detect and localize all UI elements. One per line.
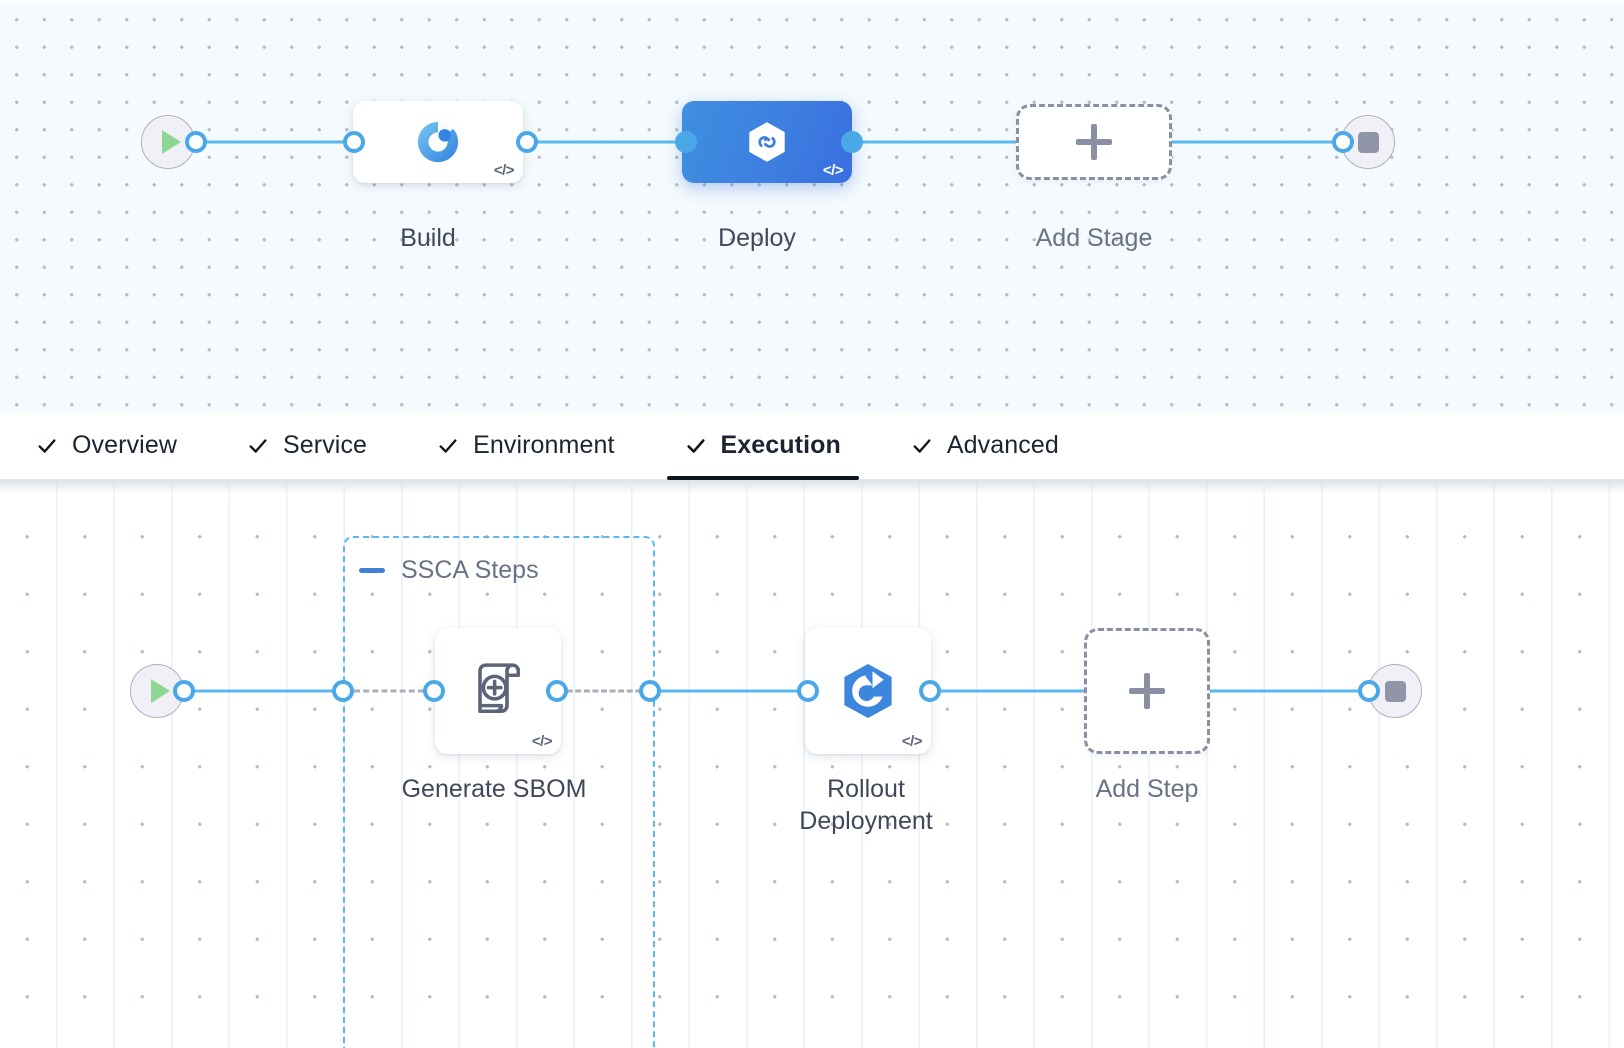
stage-port-end-in[interactable] xyxy=(1332,131,1354,153)
step-connector-group-in-sbom xyxy=(345,689,433,693)
tab-execution[interactable]: Execution xyxy=(666,412,860,480)
check-icon xyxy=(913,438,931,453)
step-node-rollout-deployment[interactable]: </> xyxy=(805,628,931,754)
check-icon xyxy=(686,438,705,453)
stage-label-build: Build xyxy=(400,224,456,252)
stage-node-build[interactable]: </> xyxy=(353,101,523,183)
stage-connector-start-build xyxy=(196,140,354,144)
step-label-generate-sbom: Generate SBOM xyxy=(401,775,587,803)
code-badge: </> xyxy=(531,733,553,750)
stage-node-deploy[interactable]: </> xyxy=(682,101,852,183)
plus-icon xyxy=(1076,124,1112,160)
step-port-start-out[interactable] xyxy=(173,680,195,702)
step-label-rollout-deployment: Rollout Deployment xyxy=(799,775,933,835)
minus-icon[interactable] xyxy=(359,568,385,573)
code-badge: </> xyxy=(822,162,844,179)
code-badge: </> xyxy=(901,733,923,750)
plus-icon xyxy=(1129,673,1165,709)
play-icon xyxy=(150,679,170,703)
stage-port-build-in[interactable] xyxy=(343,131,365,153)
tab-label: Environment xyxy=(473,431,615,459)
step-port-rollout-out[interactable] xyxy=(919,680,941,702)
check-icon xyxy=(439,438,457,453)
step-port-rollout-in[interactable] xyxy=(797,680,819,702)
step-port-group-out[interactable] xyxy=(639,680,661,702)
tab-label: Advanced xyxy=(946,431,1059,459)
tab-advanced[interactable]: Advanced xyxy=(905,412,1065,479)
tab-label: Overview xyxy=(72,431,177,459)
tab-label: Execution xyxy=(720,431,841,459)
step-port-sbom-out[interactable] xyxy=(546,680,568,702)
add-step-label: Add Step xyxy=(1095,775,1199,803)
stage-connector-build-deploy xyxy=(524,140,686,144)
stage-connector-add-end xyxy=(1172,140,1366,144)
stage-start-node[interactable] xyxy=(141,115,195,169)
tab-label: Service xyxy=(283,431,368,459)
rollout-k8s-icon xyxy=(844,664,892,718)
step-connector-rollout-add xyxy=(930,689,1086,693)
step-port-sbom-in[interactable] xyxy=(423,680,445,702)
stop-icon xyxy=(1357,131,1379,153)
step-group-title: SSCA Steps xyxy=(401,556,539,584)
add-stage-label: Add Stage xyxy=(1035,224,1153,252)
add-step-button[interactable] xyxy=(1084,628,1210,754)
tab-service[interactable]: Service xyxy=(241,412,373,479)
step-port-group-in[interactable] xyxy=(332,680,354,702)
stage-canvas[interactable]: </> Build </> Deploy Add Stage xyxy=(0,0,1624,412)
step-connector-sbom-group-out xyxy=(558,689,650,693)
stage-port-deploy-in[interactable] xyxy=(675,131,697,153)
step-connector-add-end xyxy=(1208,689,1368,693)
stage-connector-deploy-add xyxy=(850,140,1016,144)
code-badge: </> xyxy=(493,162,515,179)
tab-overview[interactable]: Overview xyxy=(30,412,183,479)
stage-label-deploy: Deploy xyxy=(718,224,796,252)
execution-steps-canvas[interactable]: SSCA Steps </> Generate SBOM xyxy=(0,480,1624,1048)
stage-port-deploy-out[interactable] xyxy=(841,131,863,153)
step-group-header-ssca[interactable]: SSCA Steps xyxy=(359,558,539,583)
cd-deploy-icon xyxy=(749,122,785,162)
step-group-ssca[interactable] xyxy=(343,536,655,1048)
step-node-generate-sbom[interactable]: </> xyxy=(435,628,561,754)
stage-config-tabs: Overview Service Environment Execution A xyxy=(0,412,1624,480)
tab-environment[interactable]: Environment xyxy=(431,412,620,479)
stage-port-build-out[interactable] xyxy=(516,131,538,153)
stop-icon xyxy=(1384,680,1406,702)
add-stage-button[interactable] xyxy=(1016,104,1172,180)
stage-port-start-out[interactable] xyxy=(185,131,207,153)
ci-build-icon xyxy=(417,121,459,163)
sbom-scroll-icon xyxy=(478,663,521,714)
check-icon xyxy=(249,438,267,453)
step-connector-start-group xyxy=(184,689,342,693)
play-icon xyxy=(161,130,181,154)
step-connector-group-rollout xyxy=(650,689,808,693)
step-port-end-in[interactable] xyxy=(1358,680,1380,702)
check-icon xyxy=(38,438,56,453)
